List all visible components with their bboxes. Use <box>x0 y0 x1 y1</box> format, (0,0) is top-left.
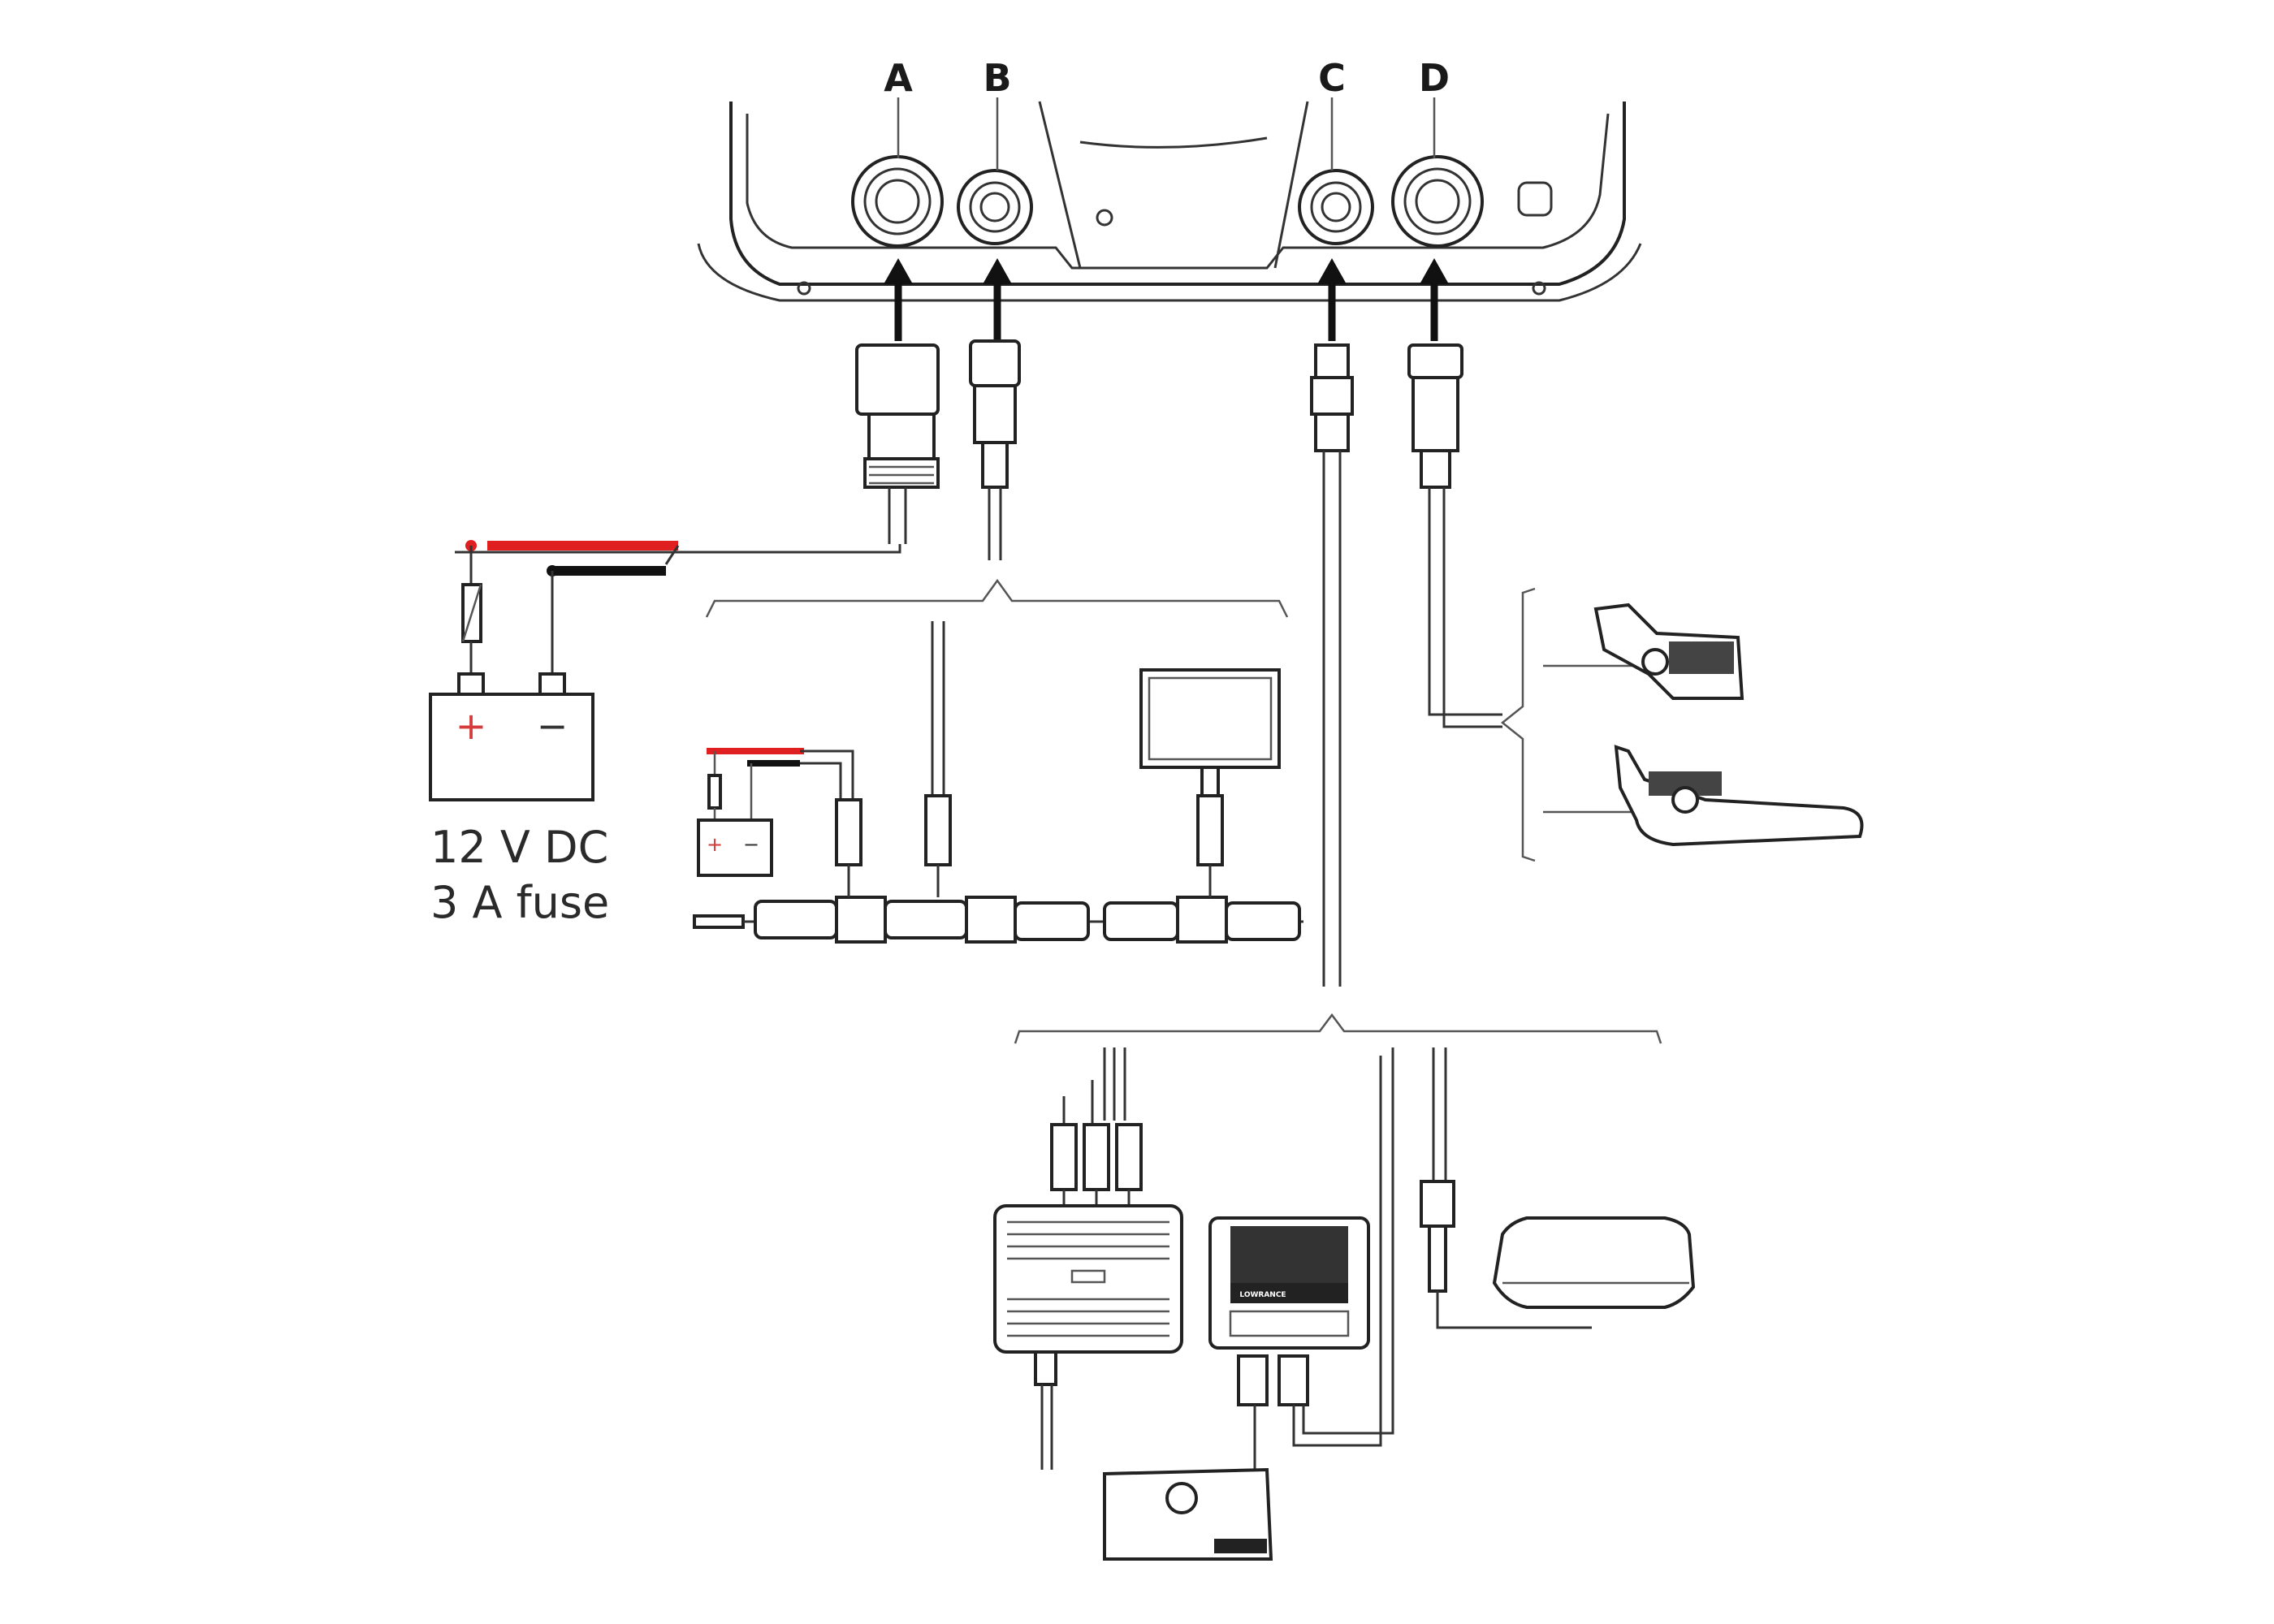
battery-minus-label: − <box>537 704 568 748</box>
power-voltage-label: 12 V DC <box>430 822 608 873</box>
nmea-bracket <box>705 578 1289 618</box>
power-plug-icon <box>855 343 940 544</box>
arrow-up-icon <box>884 258 1449 341</box>
port-label-d: D <box>1419 56 1450 100</box>
transducer-icon <box>1543 745 1864 847</box>
radar-dome-icon <box>1492 1216 1696 1309</box>
module-brand-label: LOWRANCE <box>1239 1291 1286 1299</box>
monitor-icon <box>1139 668 1281 797</box>
power-fuse-label: 3 A fuse <box>430 877 609 928</box>
port-label-a: A <box>884 56 913 100</box>
svg-text:−: − <box>743 833 759 856</box>
ethernet-plug-icon <box>1310 343 1354 987</box>
nmea-backbone: + − <box>693 621 1303 944</box>
transducer-bracket <box>1500 587 1536 862</box>
sonar-module-icon <box>993 1204 1183 1470</box>
port-label-c: C <box>1318 56 1346 100</box>
transducer-icon <box>1103 1467 1273 1561</box>
battery-plus-label: + <box>456 704 487 748</box>
sonar-module-icon: LOWRANCE <box>1208 1047 1394 1470</box>
fuse-icon <box>461 583 482 643</box>
battery-icon <box>429 672 594 801</box>
t-connector-icon <box>754 896 1301 944</box>
svg-text:+: + <box>707 833 723 856</box>
display-unit-icon <box>697 101 1642 302</box>
transducer-plug-icon <box>1407 343 1502 728</box>
transducer-icon <box>1543 603 1744 700</box>
ethernet-bracket <box>1014 1013 1662 1044</box>
port-label-b: B <box>983 56 1011 100</box>
ethernet-devices: LOWRANCE <box>993 1047 1696 1561</box>
nmea-plug-icon <box>969 339 1021 560</box>
power-wiring <box>455 540 901 674</box>
